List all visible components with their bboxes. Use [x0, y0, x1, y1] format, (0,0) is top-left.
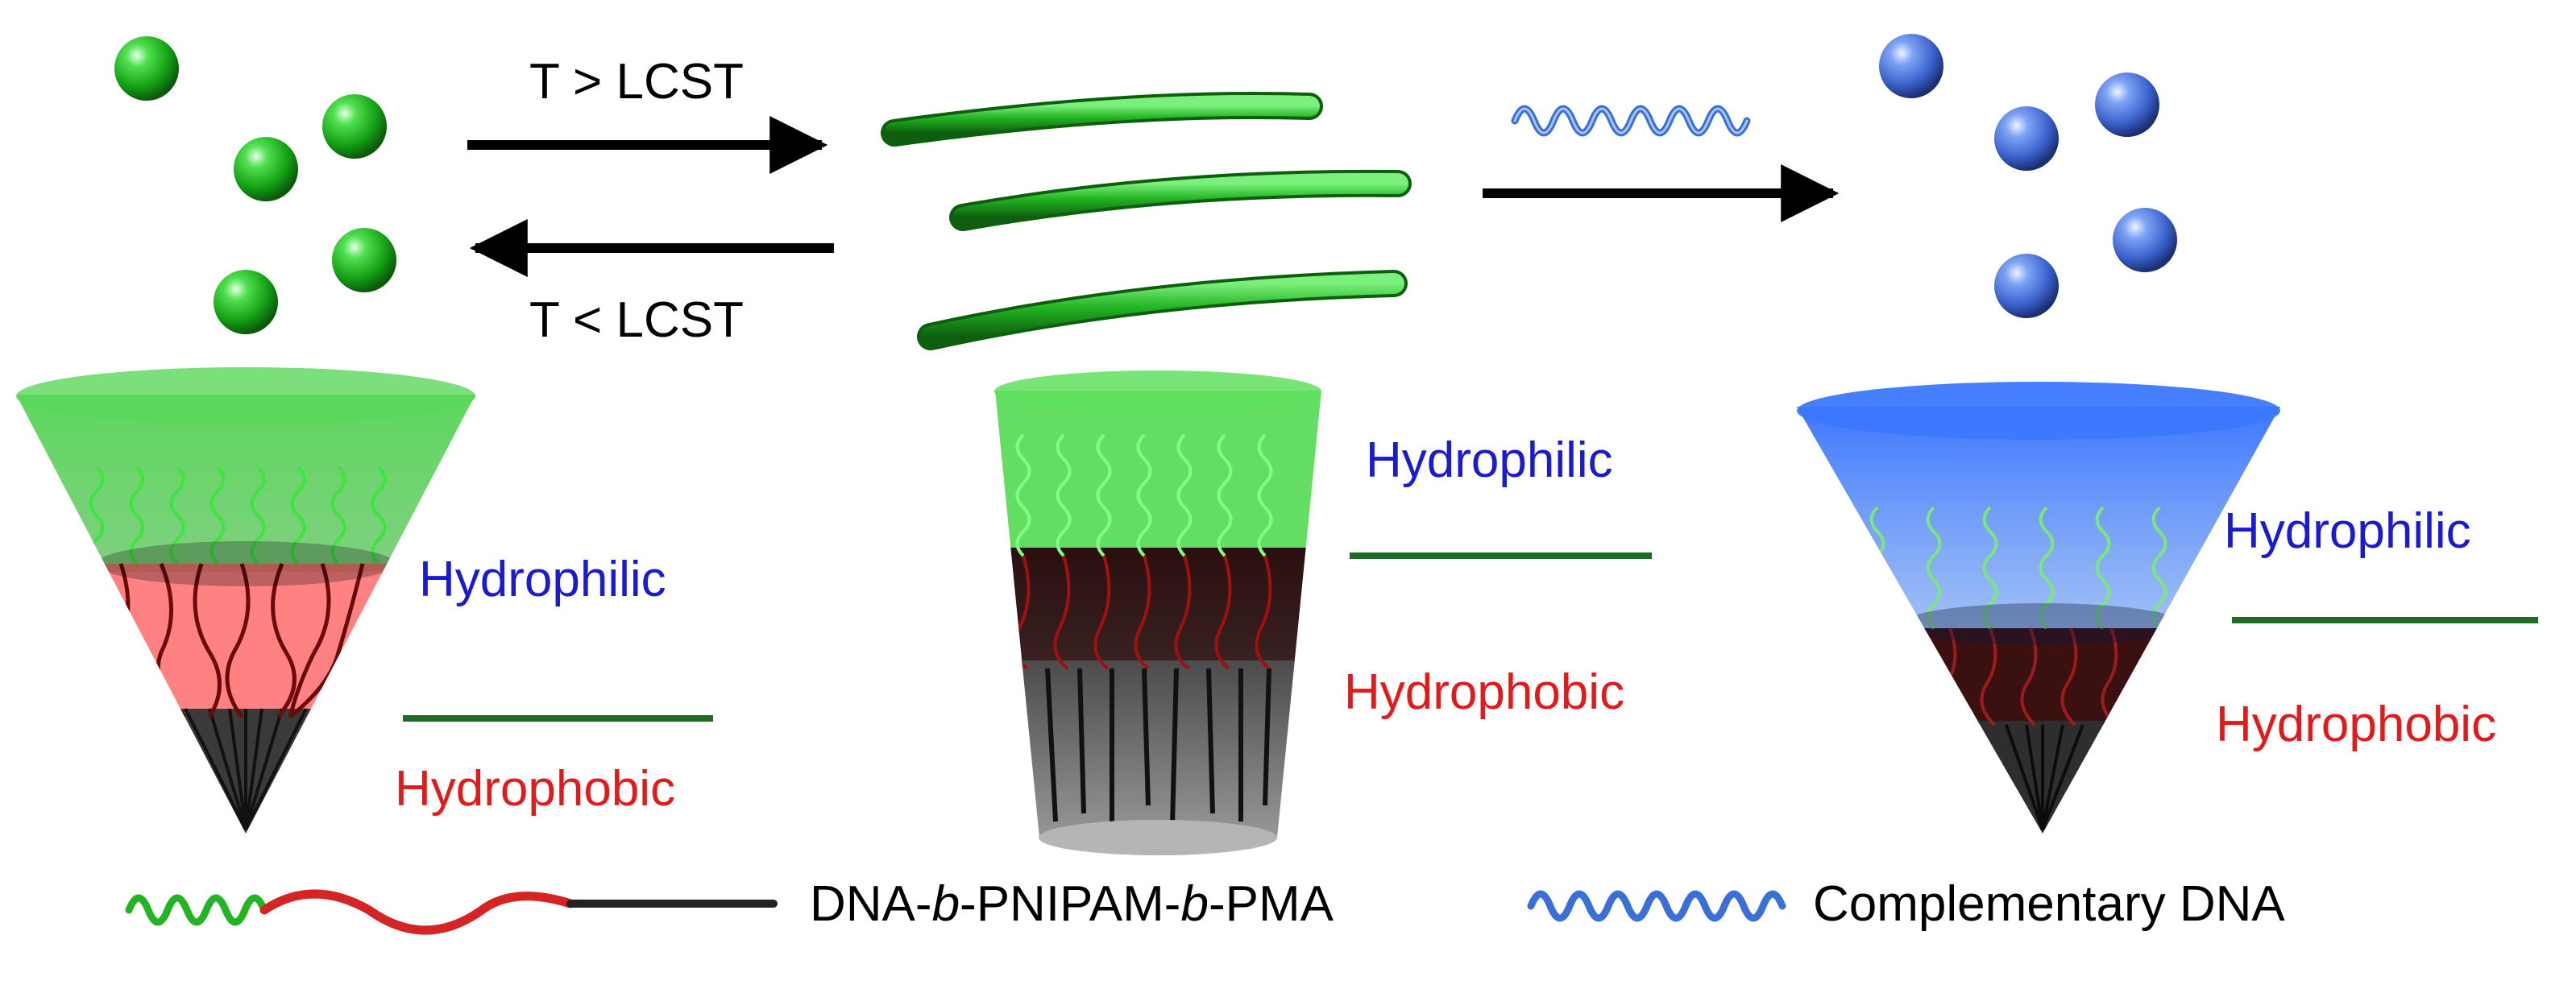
middle-cylinder-segment: Hydrophilic Hydrophobic [994, 370, 1652, 855]
green-sphere [114, 36, 179, 101]
cylinder-bottom-rim [1039, 820, 1277, 855]
polymer-pnipam-block-icon [259, 889, 575, 935]
green-rod [920, 273, 1404, 347]
blue-sphere [2113, 208, 2177, 272]
blue-micelle-spheres [1879, 34, 2177, 318]
green-sphere [214, 270, 278, 334]
polymer-legend-label: DNA-b-PNIPAM-b-PMA [810, 876, 1334, 932]
right-hydrophilic-label: Hydrophilic [2224, 503, 2471, 559]
cone-top-rim [16, 367, 475, 425]
right-cone-top-rim [1797, 382, 2280, 440]
complementary-dna-legend-label: Complementary DNA [1813, 876, 2285, 932]
legend: DNA-b-PNIPAM-b-PMA Complementary DNA [125, 876, 2285, 935]
green-micelle-spheres [114, 36, 396, 334]
forward-condition-label: T > LCST [529, 54, 744, 110]
right-cone-spherical-segment: Hydrophilic Hydrophobic [1797, 382, 2538, 834]
reverse-condition-label: T < LCST [529, 292, 744, 348]
green-rod [884, 94, 1320, 143]
blue-sphere [1994, 254, 2059, 318]
green-micelle-rods [881, 91, 1412, 350]
left-hydrophilic-label: Hydrophilic [419, 552, 666, 607]
right-hydrophobic-label: Hydrophobic [2216, 697, 2496, 752]
green-rod [952, 172, 1408, 228]
middle-hydrophobic-label: Hydrophobic [1344, 664, 1624, 720]
complementary-dna-legend-icon [1527, 890, 1786, 922]
blue-sphere [1994, 106, 2059, 171]
left-hydrophobic-label: Hydrophobic [395, 761, 675, 817]
blue-sphere [2095, 72, 2159, 137]
middle-hydrophilic-label: Hydrophilic [1366, 432, 1613, 488]
cylinder-top-rim [994, 370, 1321, 412]
green-sphere [322, 94, 387, 159]
green-sphere [234, 137, 298, 201]
dna-addition-arrow [1483, 105, 1840, 222]
blue-sphere [1879, 34, 1943, 98]
reversible-arrows: T > LCST T < LCST [467, 54, 834, 348]
left-cone-spherical-segment: Hydrophilic Hydrophobic [16, 367, 713, 834]
green-sphere [332, 228, 396, 292]
polymer-dna-block-icon [125, 894, 268, 926]
